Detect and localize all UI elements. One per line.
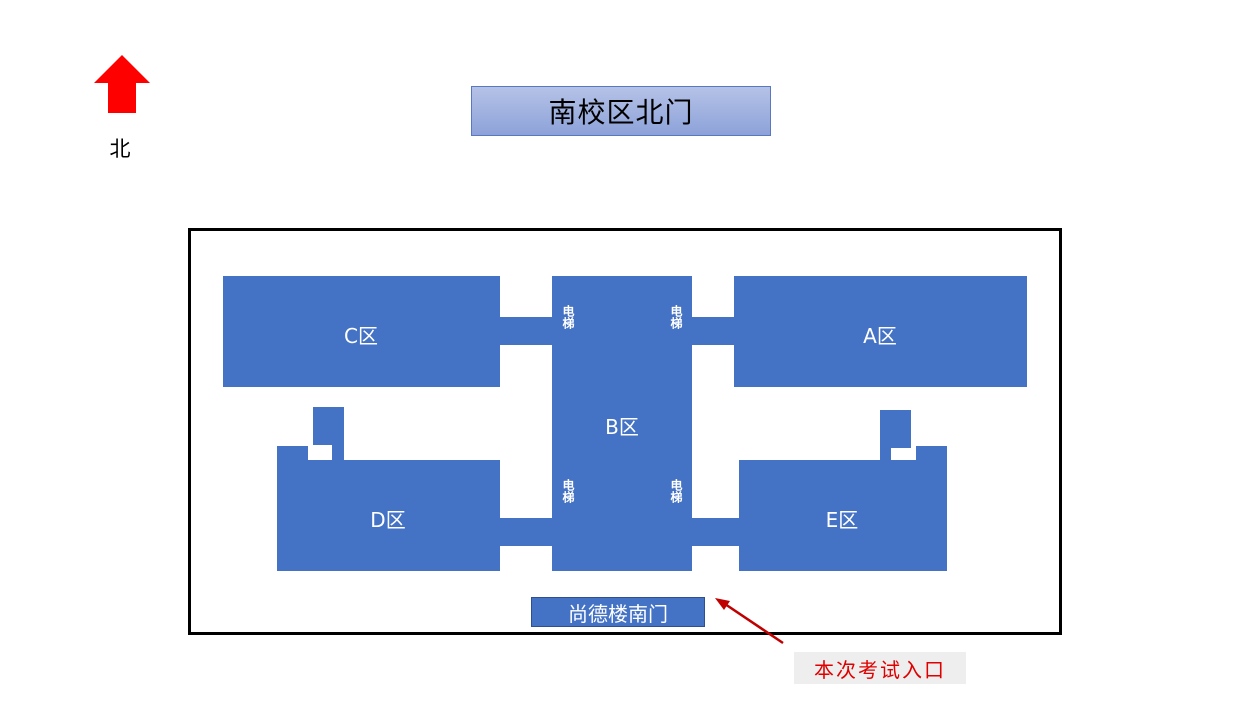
north-arrow-icon <box>94 55 150 113</box>
zone-a-label: A区 <box>863 324 897 348</box>
zone-d-tower <box>313 407 344 445</box>
zone-e-label: E区 <box>825 508 859 532</box>
zone-e-block <box>739 460 947 571</box>
north-gate-label: 南校区北门 <box>471 86 771 136</box>
elevator-label-sw: 电梯 <box>561 479 575 503</box>
zone-c-block <box>223 276 500 387</box>
entrance-pointer-arrow-icon <box>715 598 784 645</box>
zone-d-tower-link <box>332 440 344 462</box>
zone-b-label: B区 <box>605 415 639 439</box>
zone-a-block <box>734 276 1027 387</box>
south-gate-label: 尚德楼南门 <box>531 597 705 627</box>
zone-e-tower-link <box>880 440 891 462</box>
corridor-c-b <box>500 317 552 345</box>
corridor-b-e <box>692 518 739 546</box>
elevator-label-ne: 电梯 <box>669 305 683 329</box>
zone-d-wing <box>277 446 308 462</box>
zone-d-label: D区 <box>370 508 406 532</box>
zone-e-wing <box>916 446 947 462</box>
north-label: 北 <box>109 137 131 161</box>
zone-b-block <box>552 276 692 571</box>
zone-d-block <box>277 460 500 571</box>
exam-entrance-label: 本次考试入口 <box>794 652 966 684</box>
corridor-b-a <box>692 317 734 345</box>
zone-c-label: C区 <box>344 324 378 348</box>
corridor-d-b <box>500 518 552 546</box>
elevator-label-nw: 电梯 <box>561 305 575 329</box>
elevator-label-se: 电梯 <box>669 479 683 503</box>
